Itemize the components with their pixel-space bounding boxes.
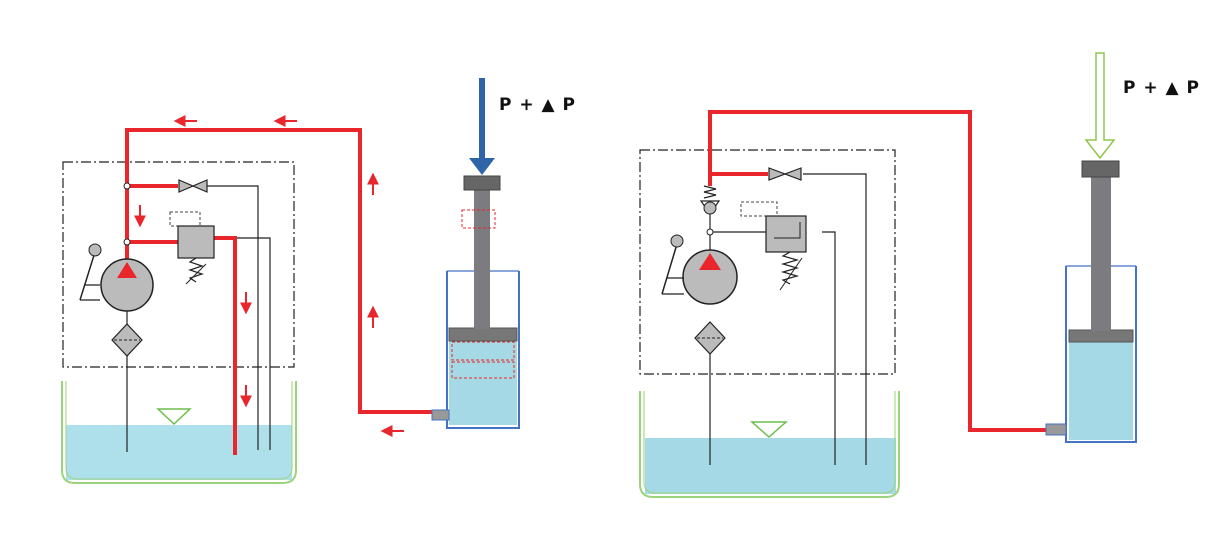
pressure-lines-right bbox=[708, 110, 1046, 432]
load-label-left: P + ▲ P bbox=[499, 95, 576, 115]
check-valve-icon bbox=[699, 185, 721, 236]
tank-left bbox=[61, 381, 297, 484]
power-unit-boundary-right bbox=[639, 149, 896, 375]
valve-icon bbox=[178, 179, 208, 193]
filter-icon bbox=[111, 323, 143, 357]
load-label-right: P + ▲ P bbox=[1123, 78, 1200, 98]
fluid-level-symbol bbox=[156, 408, 192, 426]
pump-icon bbox=[79, 243, 154, 312]
fluid-level-symbol bbox=[750, 421, 788, 439]
flow-arrows-left bbox=[134, 115, 404, 437]
relief-valve-icon bbox=[169, 211, 215, 285]
filter-icon bbox=[694, 321, 726, 355]
relief-valve-icon bbox=[740, 201, 807, 291]
diagram-right bbox=[639, 52, 1137, 498]
pressure-lines-left bbox=[125, 128, 432, 455]
valve-icon bbox=[768, 167, 802, 181]
power-unit-boundary-left bbox=[62, 161, 295, 368]
diagram-left bbox=[61, 78, 520, 484]
cylinder-left bbox=[431, 175, 520, 429]
load-arrow-right bbox=[1084, 52, 1116, 160]
pump-icon bbox=[661, 234, 738, 305]
load-arrow-left bbox=[469, 78, 495, 175]
cylinder-right bbox=[1045, 160, 1137, 443]
tank-right bbox=[639, 391, 900, 498]
